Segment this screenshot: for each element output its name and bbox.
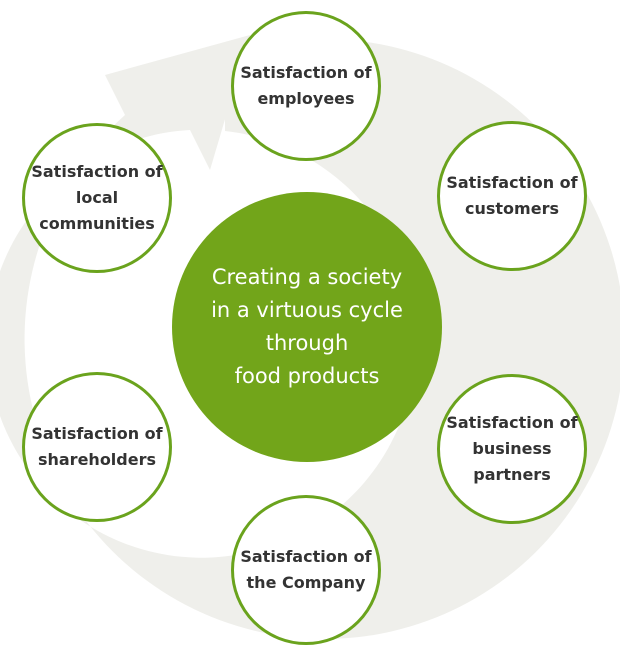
node-business-partners-label: Satisfaction of business partners [446,413,578,484]
node-shareholders: Satisfaction of shareholders [22,372,172,522]
node-employees: Satisfaction of employees [231,11,381,161]
node-company: Satisfaction of the Company [231,495,381,645]
node-local-communities: Satisfaction of local communities [22,123,172,273]
node-shareholders-label: Satisfaction of shareholders [31,424,163,469]
node-local-communities-label: Satisfaction of local communities [31,162,163,233]
node-employees-label: Satisfaction of employees [240,63,372,108]
node-customers-label: Satisfaction of customers [446,173,578,218]
center-label: Creating a society in a virtuous cycle t… [211,265,403,388]
node-customers: Satisfaction of customers [437,121,587,271]
center-circle: Creating a society in a virtuous cycle t… [172,192,442,462]
node-company-label: Satisfaction of the Company [240,547,372,592]
node-business-partners: Satisfaction of business partners [437,374,587,524]
